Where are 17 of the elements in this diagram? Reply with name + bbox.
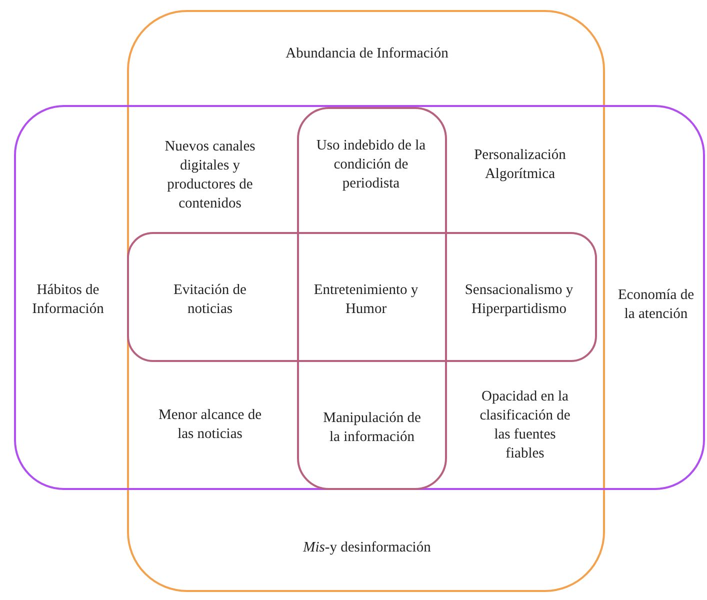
- region-label: Personalización Algorítmica: [473, 146, 567, 184]
- region-label: Manipulación de la información: [322, 409, 422, 447]
- region-label: Opacidad en la clasificación de las fuentes fiables: [478, 387, 572, 463]
- region-label: Entretenimiento y Humor: [312, 281, 420, 319]
- region-label: Evitación de noticias: [172, 281, 248, 319]
- region-label: Uso indebido de la condición de periodista: [315, 136, 427, 194]
- rounded-frame: [127, 232, 597, 362]
- frame-heading: Abundancia de Información: [284, 44, 450, 64]
- region-label: Sensacionalismo y Hiperpartidismo: [464, 281, 574, 319]
- frame-heading: Hábitos de Información: [31, 281, 105, 319]
- frame-heading: Economía de la atención: [616, 286, 696, 324]
- region-label: Menor alcance de las noticias: [158, 406, 262, 444]
- rounded-frame: [14, 105, 705, 490]
- region-label: Nuevos canales digitales y productores de contenidos: [164, 137, 256, 213]
- rounded-frame: [127, 10, 605, 592]
- frame-heading: Mis-y desinformación: [302, 538, 432, 558]
- rounded-frame: [297, 107, 447, 490]
